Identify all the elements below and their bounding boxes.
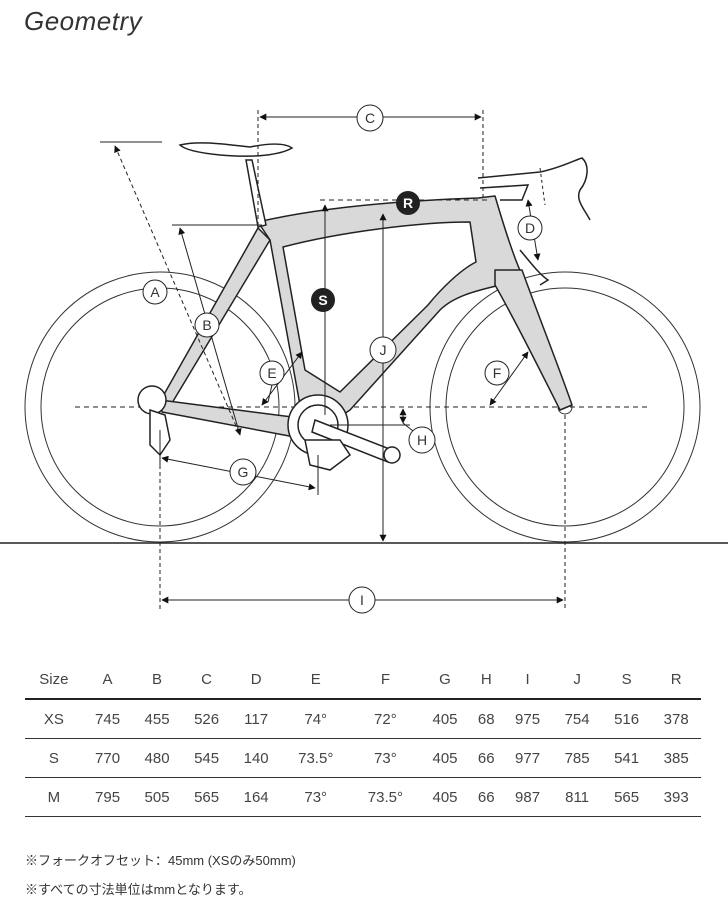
label-e: E (259, 360, 285, 386)
column-header: B (132, 661, 182, 700)
value-cell: 541 (601, 738, 652, 778)
value-cell: 66 (469, 738, 503, 778)
column-header: S (601, 661, 652, 700)
label-a: A (142, 279, 168, 305)
label-f: F (484, 360, 510, 386)
label-j: J (369, 336, 397, 364)
value-cell: 393 (651, 777, 701, 817)
column-header: J (552, 661, 602, 700)
size-cell: S (25, 738, 83, 778)
value-cell: 754 (552, 699, 602, 739)
label-r: R (396, 191, 420, 215)
value-cell: 73° (350, 738, 421, 778)
value-cell: 565 (181, 777, 232, 817)
column-header: Size (25, 661, 83, 700)
value-cell: 505 (132, 777, 182, 817)
svg-text:B: B (202, 317, 211, 333)
value-cell: 545 (181, 738, 232, 778)
saddle (178, 142, 294, 228)
value-cell: 117 (231, 699, 281, 739)
value-cell: 385 (651, 738, 701, 778)
svg-text:S: S (318, 292, 327, 308)
value-cell: 745 (82, 699, 133, 739)
handlebar (477, 157, 591, 286)
svg-text:I: I (360, 592, 364, 608)
svg-text:G: G (238, 464, 249, 480)
value-cell: 975 (502, 699, 553, 739)
bike-geometry-diagram: A B C D E F G H I J S R (0, 104, 728, 614)
column-header: C (181, 661, 232, 700)
column-header: H (469, 661, 503, 700)
column-header: E (280, 661, 351, 700)
value-cell: 405 (420, 699, 470, 739)
label-b: B (194, 312, 220, 338)
size-cell: XS (25, 699, 83, 739)
label-i: I (348, 586, 376, 614)
label-g: G (229, 458, 257, 486)
dimension-f (489, 351, 529, 406)
fork-offset-note: ※フォークオフセット：45mm (XSのみ50mm) (25, 853, 296, 868)
value-cell: 516 (601, 699, 652, 739)
svg-text:A: A (150, 284, 160, 300)
svg-text:E: E (267, 365, 276, 381)
svg-text:D: D (525, 220, 535, 236)
value-cell: 770 (82, 738, 133, 778)
value-cell: 455 (132, 699, 182, 739)
label-d: D (517, 215, 543, 241)
value-cell: 73.5° (350, 777, 421, 817)
value-cell: 164 (231, 777, 281, 817)
crankset (287, 394, 401, 471)
label-s: S (311, 288, 335, 312)
column-header: R (651, 661, 701, 700)
value-cell: 405 (420, 738, 470, 778)
value-cell: 68 (469, 699, 503, 739)
label-h: H (408, 426, 436, 454)
column-header: D (231, 661, 281, 700)
svg-text:F: F (493, 365, 502, 381)
value-cell: 73° (280, 777, 351, 817)
value-cell: 987 (502, 777, 553, 817)
value-cell: 72° (350, 699, 421, 739)
units-note: ※すべての寸法単位はmmとなります。 (25, 882, 252, 897)
value-cell: 73.5° (280, 738, 351, 778)
value-cell: 480 (132, 738, 182, 778)
bike-frame (157, 195, 573, 439)
page-title: Geometry (24, 6, 143, 36)
value-cell: 795 (82, 777, 133, 817)
value-cell: 74° (280, 699, 351, 739)
size-cell: M (25, 777, 83, 817)
value-cell: 785 (552, 738, 602, 778)
value-cell: 405 (420, 777, 470, 817)
value-cell: 140 (231, 738, 281, 778)
value-cell: 811 (552, 777, 602, 817)
column-header: A (82, 661, 133, 700)
svg-text:C: C (365, 110, 375, 126)
column-header: G (420, 661, 470, 700)
value-cell: 378 (651, 699, 701, 739)
rear-derailleur (137, 385, 171, 457)
column-header: I (502, 661, 553, 700)
svg-text:H: H (417, 432, 427, 448)
value-cell: 66 (469, 777, 503, 817)
svg-text:J: J (380, 342, 387, 358)
value-cell: 977 (502, 738, 553, 778)
value-cell: 565 (601, 777, 652, 817)
column-header: F (350, 661, 421, 700)
svg-text:R: R (403, 195, 413, 211)
value-cell: 526 (181, 699, 232, 739)
label-c: C (356, 104, 384, 132)
